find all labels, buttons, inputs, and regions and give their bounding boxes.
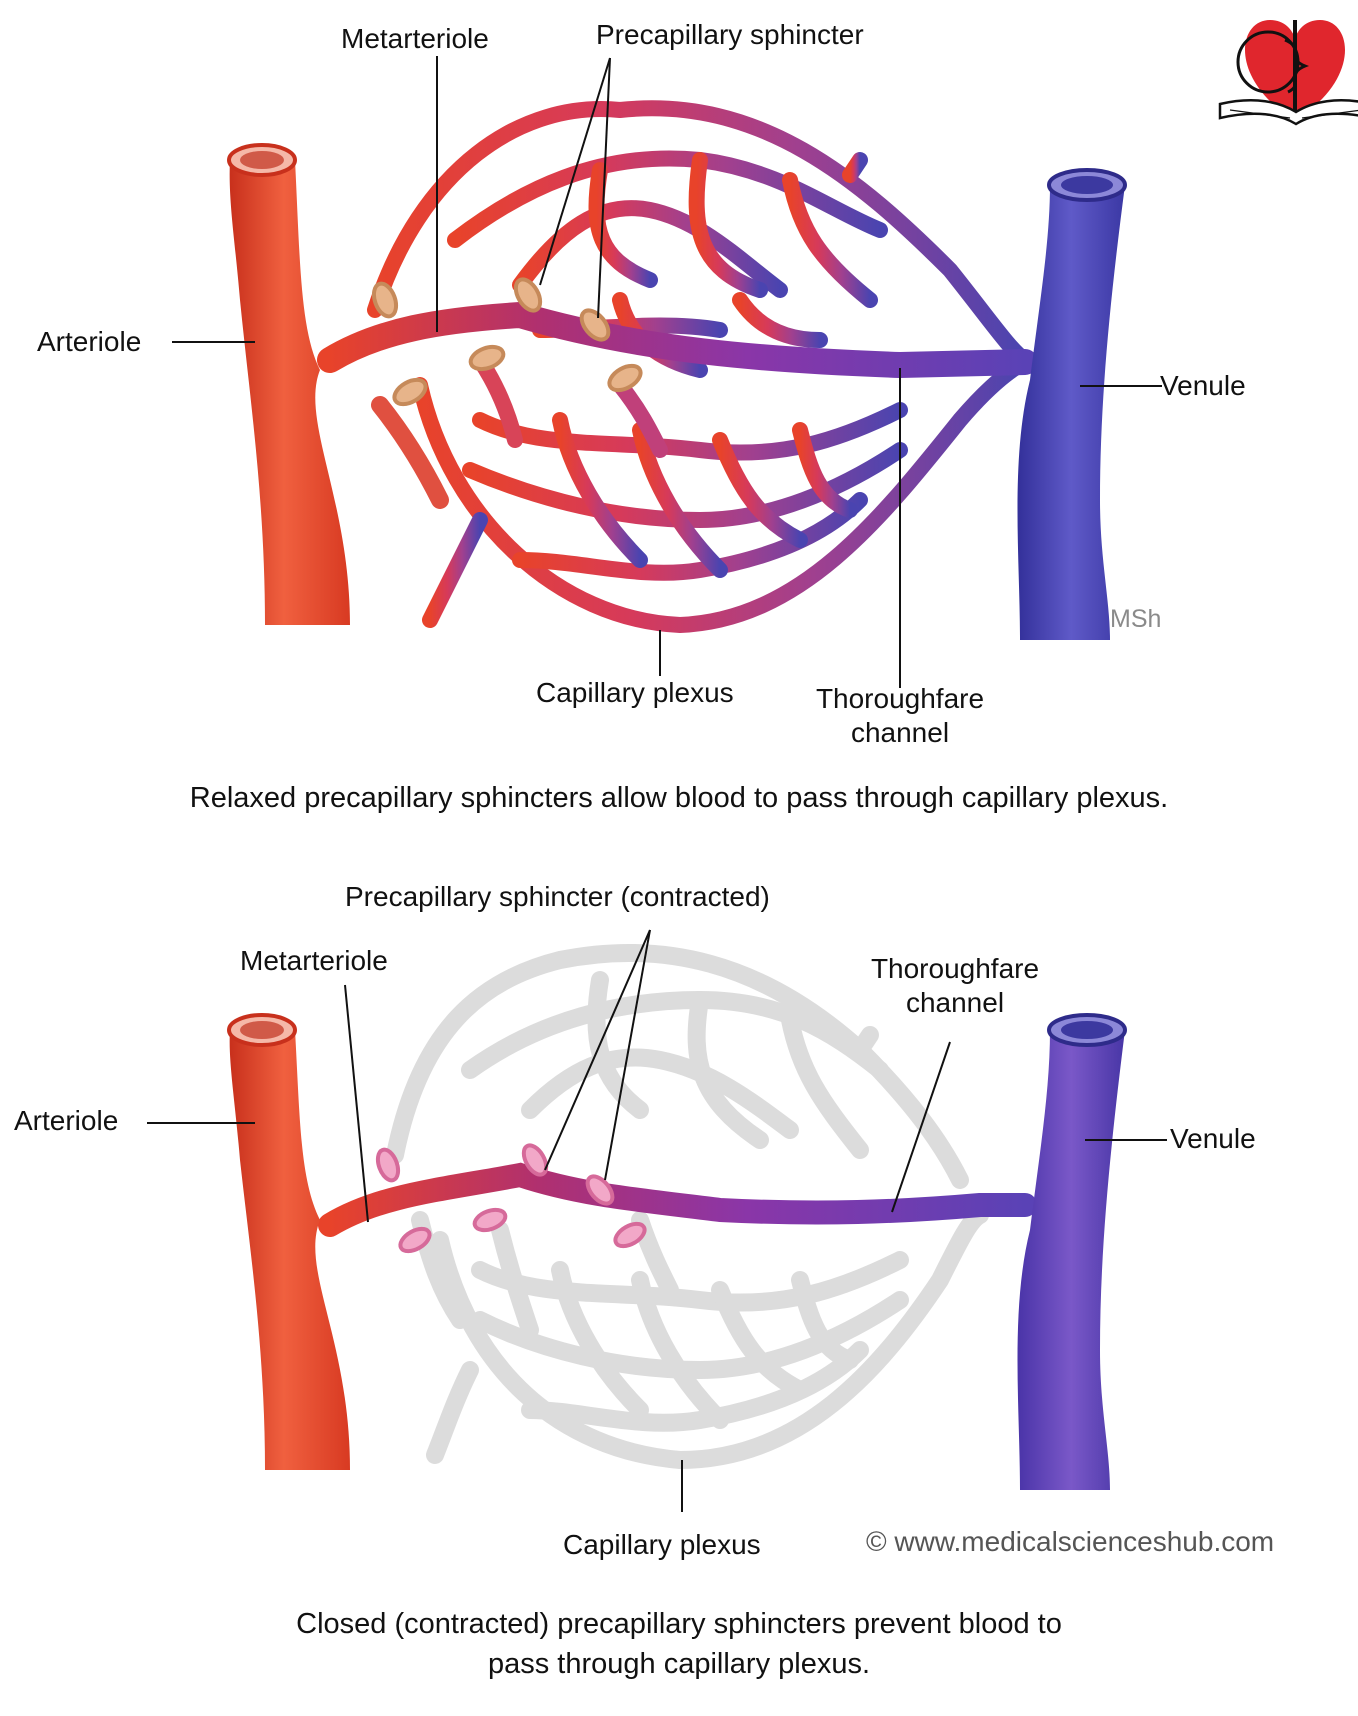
top-arteriole-label: Arteriole: [37, 326, 142, 357]
heart-caduceus-book-logo: [1218, 20, 1358, 126]
bottom-metarteriole-label: Metarteriole: [240, 945, 388, 976]
top-metarteriole-label: Metarteriole: [341, 23, 489, 54]
top-venule-vessel: [1017, 168, 1127, 640]
artist-signature: MSh: [1110, 605, 1162, 633]
bottom-venule-label: Venule: [1170, 1123, 1256, 1154]
bottom-leader-lines: [147, 929, 1167, 1512]
bottom-capillary-plexus: [386, 943, 989, 1469]
top-precapillary-sphincter-label: Precapillary sphincter: [596, 19, 864, 50]
top-sphincters: [371, 277, 643, 407]
top-arteriole-vessel: [227, 143, 350, 625]
top-thoroughfare-line2: channel: [850, 717, 950, 748]
bottom-thoroughfare-line2: channel: [905, 987, 1005, 1018]
bottom-capillary-plexus-label: Capillary plexus: [563, 1529, 761, 1560]
copyright-notice: © www.medicalscienceshub.com: [866, 1526, 1275, 1557]
bottom-caption-line1: Closed (contracted) precapillary sphinct…: [296, 1608, 1062, 1640]
bottom-arteriole-vessel: [227, 1013, 350, 1470]
bottom-thoroughfare-channel: [318, 1162, 1037, 1237]
top-leader-lines: [172, 56, 1162, 688]
top-caption: Relaxed precapillary sphincters allow bl…: [189, 782, 1169, 814]
bottom-venule-vessel: [1017, 1013, 1127, 1490]
top-thoroughfare-channel-label: Thoroughfare channel: [790, 682, 1010, 750]
bottom-thoroughfare-line1: Thoroughfare: [870, 953, 1040, 984]
top-capillary-plexus-label: Capillary plexus: [536, 677, 734, 708]
bottom-caption-line2: pass through capillary plexus.: [487, 1648, 871, 1680]
bottom-sphincters: [375, 1143, 647, 1254]
top-capillary-plexus: [367, 100, 1033, 633]
bottom-caption: Closed (contracted) precapillary sphinct…: [0, 1604, 1358, 1684]
bottom-precapillary-sphincter-label: Precapillary sphincter (contracted): [345, 881, 770, 912]
bottom-thoroughfare-channel-label: Thoroughfare channel: [840, 952, 1070, 1020]
top-thoroughfare-channel: [317, 301, 1038, 379]
bottom-arteriole-label: Arteriole: [14, 1105, 119, 1136]
top-thoroughfare-line1: Thoroughfare: [815, 683, 985, 714]
top-venule-label: Venule: [1160, 370, 1246, 401]
